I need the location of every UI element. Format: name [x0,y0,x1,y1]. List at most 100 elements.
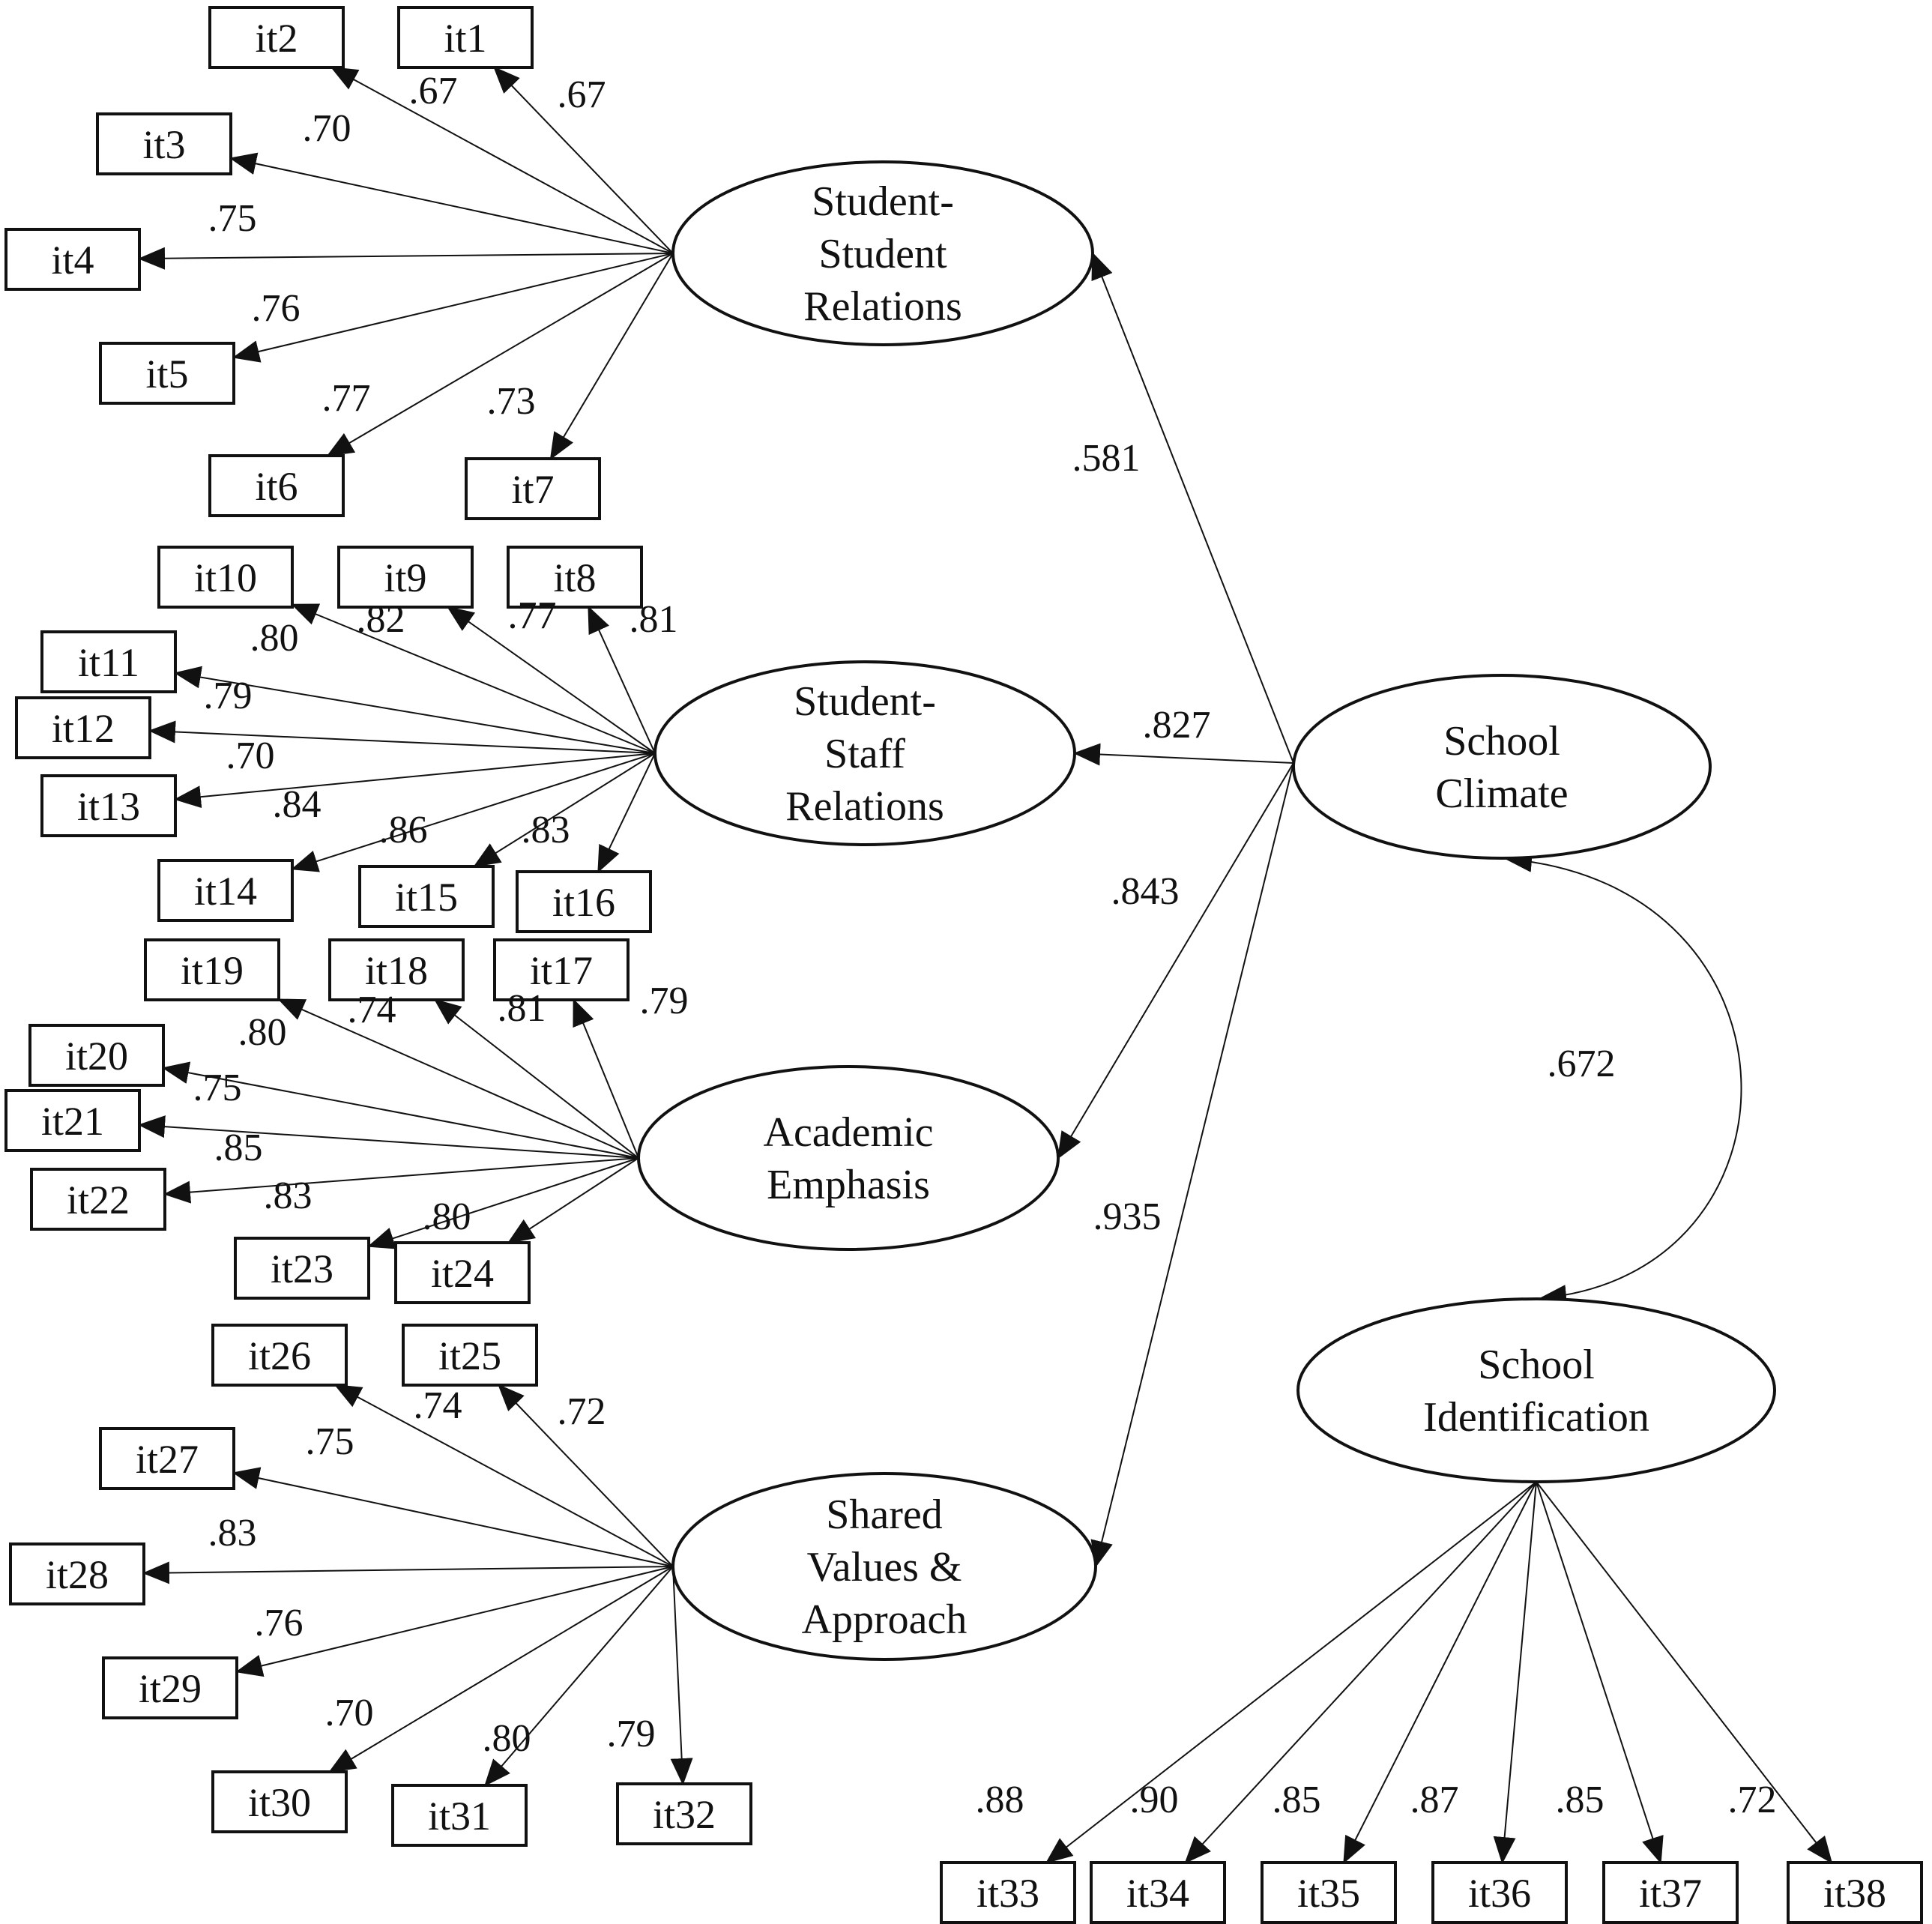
indicator-label-it23: it23 [271,1246,333,1291]
indicator-label-it27: it27 [136,1437,199,1482]
loading-value-it29: .76 [255,1602,304,1644]
loading-arrow-it32 [670,1566,693,1785]
indicator-box-it24 [394,1241,531,1304]
factor-si-label: Identification [1423,1394,1649,1441]
loading-arrow-it1 [493,66,674,254]
indicator-box-it34 [1090,1861,1226,1924]
loading-value-it36: .87 [1410,1779,1459,1821]
indicator-box-it31 [391,1784,528,1847]
indicator-box-it18 [328,938,465,1001]
loading-value-it30: .70 [325,1692,374,1734]
indicator-box-it4 [4,228,141,291]
factor-sc-label: School [1443,718,1560,765]
indicator-box-it6 [208,454,345,517]
indicator-label-it22: it22 [67,1177,130,1222]
loading-arrow-it25 [498,1384,674,1567]
loading-value-it9: .77 [508,594,557,637]
indicator-label-it16: it16 [552,880,615,925]
indicator-box-it3 [96,112,232,175]
nodes-layer [4,6,1923,1924]
loading-arrow-it17 [573,998,639,1159]
indicator-box-it21 [4,1089,141,1152]
loading-arrow-it9 [447,606,656,754]
factor-ss-label: Student [818,231,947,277]
indicator-label-it12: it12 [52,706,115,751]
loading-value-it34: .90 [1130,1779,1179,1821]
factor-ae-ellipse [637,1065,1060,1251]
loading-arrow-it35 [1343,1481,1537,1864]
loading-arrow-it23 [367,1157,639,1249]
indicator-box-it37 [1602,1861,1739,1924]
loading-arrow-it20 [162,1061,639,1159]
indicator-box-it5 [99,342,235,405]
indicator-label-it29: it29 [139,1666,202,1711]
indicator-label-it2: it2 [255,16,298,61]
indicator-box-it27 [99,1427,235,1490]
factor-st-label: Staff [824,731,905,777]
factor-sv-label: Values & [807,1544,962,1590]
loading-value-it11: .80 [250,617,299,660]
indicator-label-it15: it15 [395,875,458,920]
loading-value-it13: .70 [226,735,275,777]
indicator-label-it21: it21 [41,1099,104,1144]
indicator-label-it14: it14 [194,869,257,914]
indicator-label-it36: it36 [1468,1871,1531,1916]
loading-value-it27: .75 [306,1420,354,1463]
loading-value-it6: .77 [322,377,371,420]
indicator-label-it18: it18 [365,948,428,993]
indicator-box-it1 [397,6,534,69]
loading-arrow-it33 [1045,1481,1537,1864]
loading-value-it25: .72 [558,1390,606,1433]
loading-arrow-it13 [174,753,656,809]
indicator-label-it10: it10 [194,555,257,600]
loading-arrow-it26 [333,1384,674,1567]
loading-arrow-it19 [277,998,639,1159]
factor-sv-ellipse [671,1472,1097,1661]
loading-arrow-it7 [549,253,674,460]
indicator-box-it25 [402,1324,538,1387]
indicator-label-it38: it38 [1823,1871,1886,1916]
indicator-box-it28 [9,1542,145,1605]
indicator-label-it34: it34 [1126,1871,1189,1916]
path-value-sc_ss: .581 [1072,437,1141,480]
path-value-sc_ae: .843 [1111,870,1180,913]
indicator-label-it8: it8 [553,555,596,600]
loading-value-it8: .81 [630,598,678,641]
loading-value-it14: .84 [273,783,322,826]
loading-value-it20: .80 [238,1011,287,1054]
indicator-label-it4: it4 [51,238,94,283]
indicator-label-it30: it30 [248,1780,311,1825]
factor-ae-label: Academic [764,1109,934,1156]
indicator-box-it14 [157,859,294,922]
loading-value-it24: .80 [423,1195,471,1238]
indicator-box-it10 [157,546,294,609]
factor-si-ellipse [1296,1297,1776,1483]
loading-arrow-it8 [588,606,656,754]
edges-layer [138,66,1833,1864]
indicator-label-it6: it6 [255,464,298,509]
loading-value-it12: .79 [204,675,253,717]
path-arrow-sc_sv [1090,762,1294,1568]
indicator-box-it38 [1787,1861,1923,1924]
indicator-label-it32: it32 [653,1792,716,1837]
factor-ss-ellipse [671,160,1094,346]
factor-sc-ellipse [1292,674,1712,860]
indicator-box-it17 [493,938,630,1001]
loading-arrow-it18 [433,998,639,1159]
factor-st-label: Student- [794,678,936,725]
loading-arrow-it21 [138,1115,639,1159]
loading-value-it22: .85 [214,1127,263,1169]
path-value-sc_sv: .935 [1093,1195,1162,1238]
loading-value-it28: .83 [208,1512,257,1554]
indicator-label-it17: it17 [530,948,593,993]
loading-arrow-it6 [326,253,674,457]
loading-arrow-it30 [328,1566,674,1773]
indicator-label-it7: it7 [511,467,554,512]
indicator-box-it19 [144,938,280,1001]
indicator-box-it36 [1431,1861,1568,1924]
correlation-curve-sc-si [1505,849,1742,1307]
indicator-label-it5: it5 [145,352,188,396]
loading-arrow-it4 [138,247,674,270]
indicator-label-it9: it9 [384,555,426,600]
factor-sc-label: Climate [1435,770,1568,817]
